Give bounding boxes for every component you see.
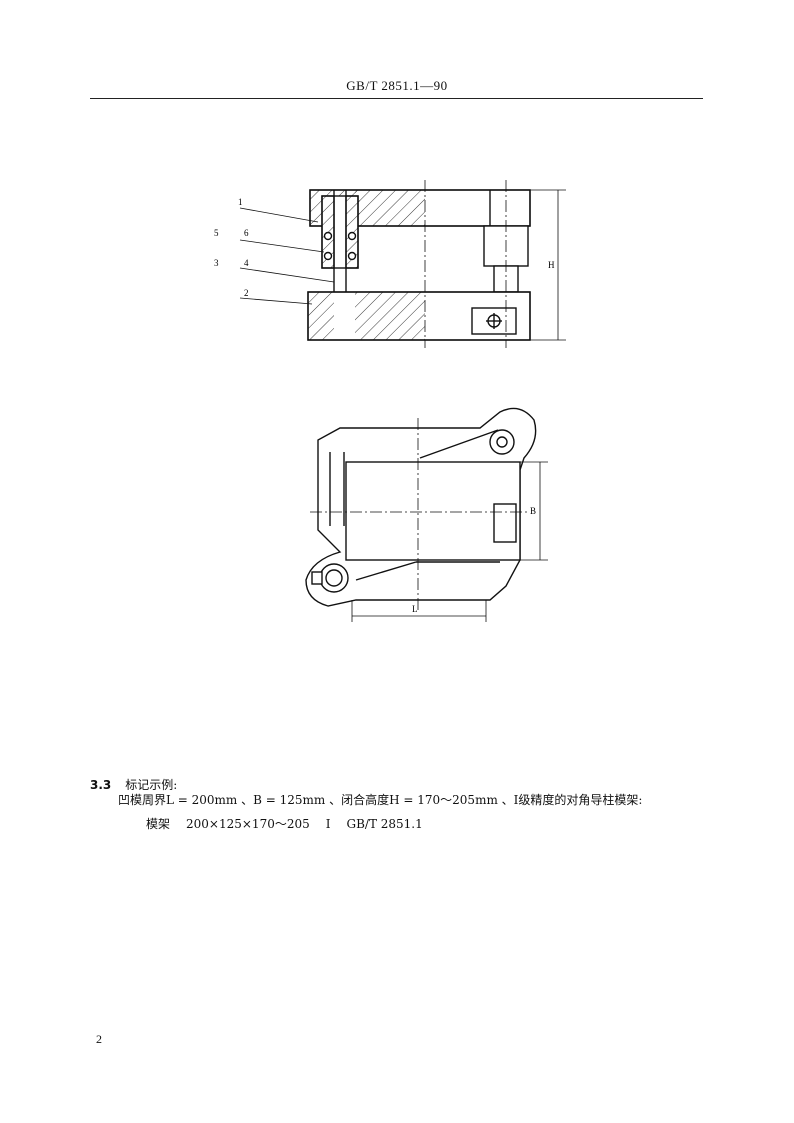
label-dim-b: B [530,506,536,516]
label-part-1: 1 [238,197,243,207]
header-rule [90,98,703,99]
page-number: 2 [96,1032,102,1046]
marking-example: 模架 200×125×170～205 Ⅰ GB/T 2851.1 [146,815,439,832]
example-value: 200×125×170～205 [186,817,310,831]
label-part-6: 6 [244,228,249,238]
label-part-2: 2 [244,288,249,298]
example-name: 模架 [146,817,171,831]
section-heading: 3.3 标记示例: [90,776,177,793]
section-number: 3.3 [90,778,112,792]
section-title: 标记示例: [125,778,178,792]
label-dim-h: H [548,260,555,270]
page-header-standard: GB/T 2851.1—90 [346,78,448,93]
label-part-5: 5 [214,228,219,238]
example-standard: GB/T 2851.1 [346,817,423,831]
example-grade: Ⅰ [325,817,331,831]
label-dim-l: L [412,604,418,614]
label-part-3: 3 [214,258,219,268]
label-part-4: 4 [244,258,249,268]
section-description: 凹模周界L = 200mm 、B = 125mm 、闭合高度H = 170～20… [118,793,643,807]
